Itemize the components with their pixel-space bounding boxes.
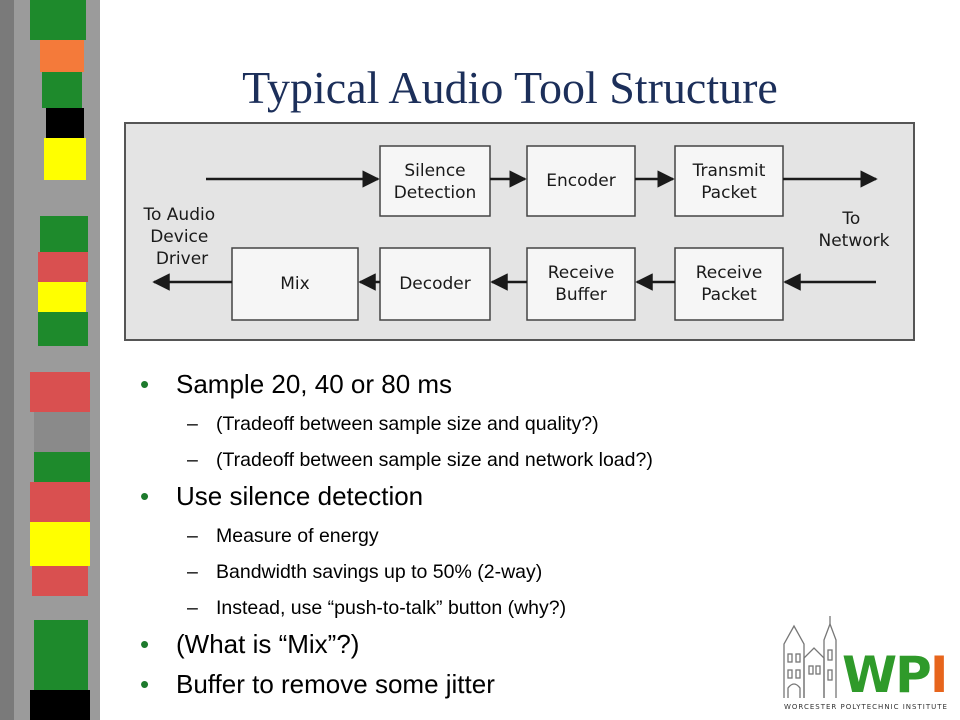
sub-bullet-item: –Measure of energy: [187, 525, 379, 547]
box-label-line: Detection: [394, 183, 477, 203]
box-encoder: Encoder: [526, 145, 636, 217]
bullet-dot: •: [140, 669, 150, 699]
wpi-logo: WPI WORCESTER POLYTECHNIC INSTITUTE: [783, 616, 948, 711]
box-decoder: Decoder: [379, 247, 491, 321]
bullet-item: •Use silence detection: [140, 481, 424, 511]
bullet-list: •Sample 20, 40 or 80 ms –(Tradeoff betwe…: [140, 360, 780, 700]
box-label: Encoder: [546, 171, 616, 191]
box-label-line: Packet: [701, 183, 757, 203]
bullet-item: •Sample 20, 40 or 80 ms: [140, 369, 453, 399]
box-label-line: Packet: [701, 285, 757, 305]
box-label-line: Transmit: [692, 161, 766, 181]
box-mix: Mix: [231, 247, 359, 321]
label-to-network: To Network: [819, 209, 890, 251]
logo-wordmark: WPI: [842, 646, 946, 704]
logo-subtext: WORCESTER POLYTECHNIC INSTITUTE: [784, 703, 948, 711]
bullet-item: •Buffer to remove some jitter: [140, 669, 495, 699]
sub-bullet-item: –(Tradeoff between sample size and netwo…: [187, 449, 653, 471]
box-label-line: Silence: [404, 161, 465, 181]
decorative-side-stripe: [0, 0, 100, 720]
bullet-dot: •: [140, 629, 150, 659]
sub-bullet-item: –Bandwidth savings up to 50% (2-way): [187, 561, 543, 583]
box-label: Decoder: [399, 274, 471, 294]
sub-bullet-item: –(Tradeoff between sample size and quali…: [187, 413, 599, 435]
box-label-line: Buffer: [555, 285, 607, 305]
building-icon: [783, 616, 837, 698]
sub-bullet-item: –Instead, use “push-to-talk” button (why…: [187, 597, 567, 619]
bullet-item: •(What is “Mix”?): [140, 629, 360, 659]
slide-title: Typical Audio Tool Structure: [242, 62, 778, 113]
label-to-audio-device-driver: To Audio Device Driver: [142, 205, 220, 269]
bullet-dot: •: [140, 369, 150, 399]
box-label-line: Receive: [548, 263, 615, 283]
bullet-dot: •: [140, 481, 150, 511]
box-label: Mix: [280, 274, 309, 294]
box-label-line: Receive: [696, 263, 763, 283]
